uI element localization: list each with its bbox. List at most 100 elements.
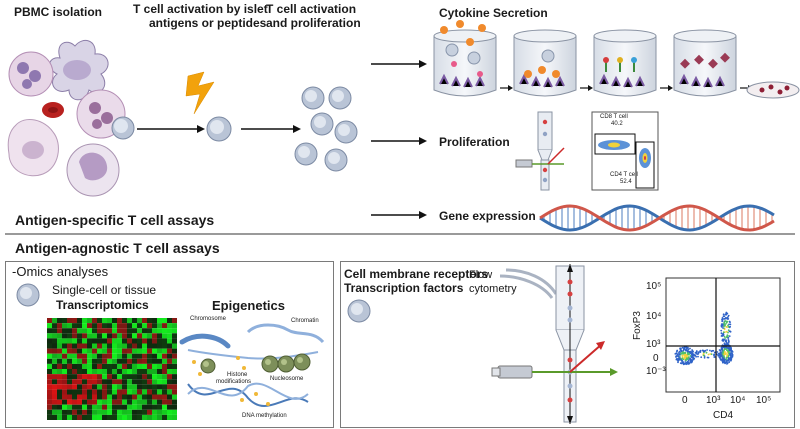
dna-methylation-label: DNA methylation <box>242 413 287 419</box>
facs-event <box>687 353 689 356</box>
heatmap-cell <box>147 338 152 344</box>
facs-event <box>680 359 683 361</box>
heatmap-cell <box>162 409 167 415</box>
heatmap-cell <box>107 363 112 369</box>
heatmap-cell <box>127 409 132 415</box>
cd4-value: 52.4 <box>620 179 632 185</box>
facs-event <box>684 346 687 348</box>
epigenetics-title: Epigenetics <box>212 298 285 313</box>
heatmap-cell <box>172 384 177 390</box>
heatmap-cell <box>147 394 152 400</box>
heatmap-cell <box>112 358 117 364</box>
heatmap-cell <box>127 399 132 405</box>
heatmap-cell <box>152 323 157 329</box>
heatmap-cell <box>122 399 127 405</box>
heatmap-cell <box>162 389 167 395</box>
heatmap-cell <box>167 333 172 339</box>
heatmap-cell <box>172 404 177 410</box>
heatmap-cell <box>87 389 92 395</box>
heatmap-cell <box>102 358 107 364</box>
heatmap-cell <box>172 328 177 334</box>
facs-event <box>706 349 708 351</box>
heatmap-cell <box>92 358 97 364</box>
heatmap-cell <box>117 404 122 410</box>
section-divider <box>5 233 795 235</box>
heatmap-cell <box>52 389 57 395</box>
facs-event <box>725 330 728 333</box>
heatmap-cell <box>97 333 102 339</box>
heatmap-cell <box>147 369 152 375</box>
heatmap-cell <box>167 414 172 420</box>
facs-ytick-3: 0 <box>653 353 659 364</box>
heatmap-cell <box>112 404 117 410</box>
facs-event <box>726 353 729 355</box>
heatmap-cell <box>132 379 137 385</box>
heatmap-cell <box>117 323 122 329</box>
heatmap-cell <box>82 409 87 415</box>
heatmap-cell <box>62 363 67 369</box>
heatmap-cell <box>137 414 142 420</box>
heatmap-cell <box>142 343 147 349</box>
heatmap-cell <box>157 389 162 395</box>
heatmap-cell <box>127 343 132 349</box>
heatmap-cell <box>72 318 77 324</box>
heatmap-cell <box>142 369 147 375</box>
heatmap-cell <box>157 318 162 324</box>
heatmap-cell <box>87 358 92 364</box>
heatmap-cell <box>107 369 112 375</box>
heatmap-cell <box>97 399 102 405</box>
heatmap-cell <box>67 353 72 359</box>
heatmap-cell <box>152 394 157 400</box>
heatmap-cell <box>157 348 162 354</box>
heatmap-cell <box>102 369 107 375</box>
heatmap-cell <box>87 374 92 380</box>
heatmap-cell <box>67 384 72 390</box>
heatmap-cell <box>152 328 157 334</box>
facs-event <box>685 347 688 350</box>
facs-event <box>721 358 724 361</box>
heatmap-cell <box>92 369 97 375</box>
heatmap-cell <box>117 399 122 405</box>
flow-cytometer-large <box>491 264 618 424</box>
heatmap-cell <box>172 343 177 349</box>
heatmap-cell <box>127 353 132 359</box>
facs-event <box>722 327 724 329</box>
heatmap-cell <box>82 384 87 390</box>
heatmap-cell <box>147 409 152 415</box>
transcriptomics-heatmap <box>47 318 177 420</box>
facs-event <box>697 351 700 353</box>
facs-event <box>702 349 705 352</box>
heatmap-cell <box>72 389 77 395</box>
heatmap-cell <box>87 348 92 354</box>
heatmap-cell <box>102 353 107 359</box>
heatmap-cell <box>162 384 167 390</box>
heatmap-cell <box>107 323 112 329</box>
heatmap-cell <box>127 369 132 375</box>
proliferation-readout-label: Proliferation <box>439 135 510 149</box>
heatmap-cell <box>117 338 122 344</box>
heatmap-cell <box>67 328 72 334</box>
heatmap-cell <box>147 374 152 380</box>
heatmap-cell <box>67 399 72 405</box>
heatmap-cell <box>92 399 97 405</box>
heatmap-cell <box>117 394 122 400</box>
heatmap-cell <box>162 348 167 354</box>
heatmap-cell <box>107 379 112 385</box>
heatmap-cell <box>107 333 112 339</box>
heatmap-cell <box>107 384 112 390</box>
heatmap-cell <box>142 353 147 359</box>
heatmap-cell <box>127 394 132 400</box>
facs-event <box>685 363 688 366</box>
heatmap-cell <box>102 323 107 329</box>
heatmap-cell <box>67 358 72 364</box>
elispot-wells <box>433 20 800 99</box>
heatmap-cell <box>47 338 52 344</box>
heatmap-cell <box>82 374 87 380</box>
heatmap-cell <box>162 323 167 329</box>
heatmap-cell <box>167 353 172 359</box>
heatmap-cell <box>162 333 167 339</box>
pbmc-isolation-label: PBMC isolation <box>14 5 103 19</box>
heatmap-cell <box>137 404 142 410</box>
facs-event <box>717 354 719 357</box>
facs-event <box>689 347 691 350</box>
